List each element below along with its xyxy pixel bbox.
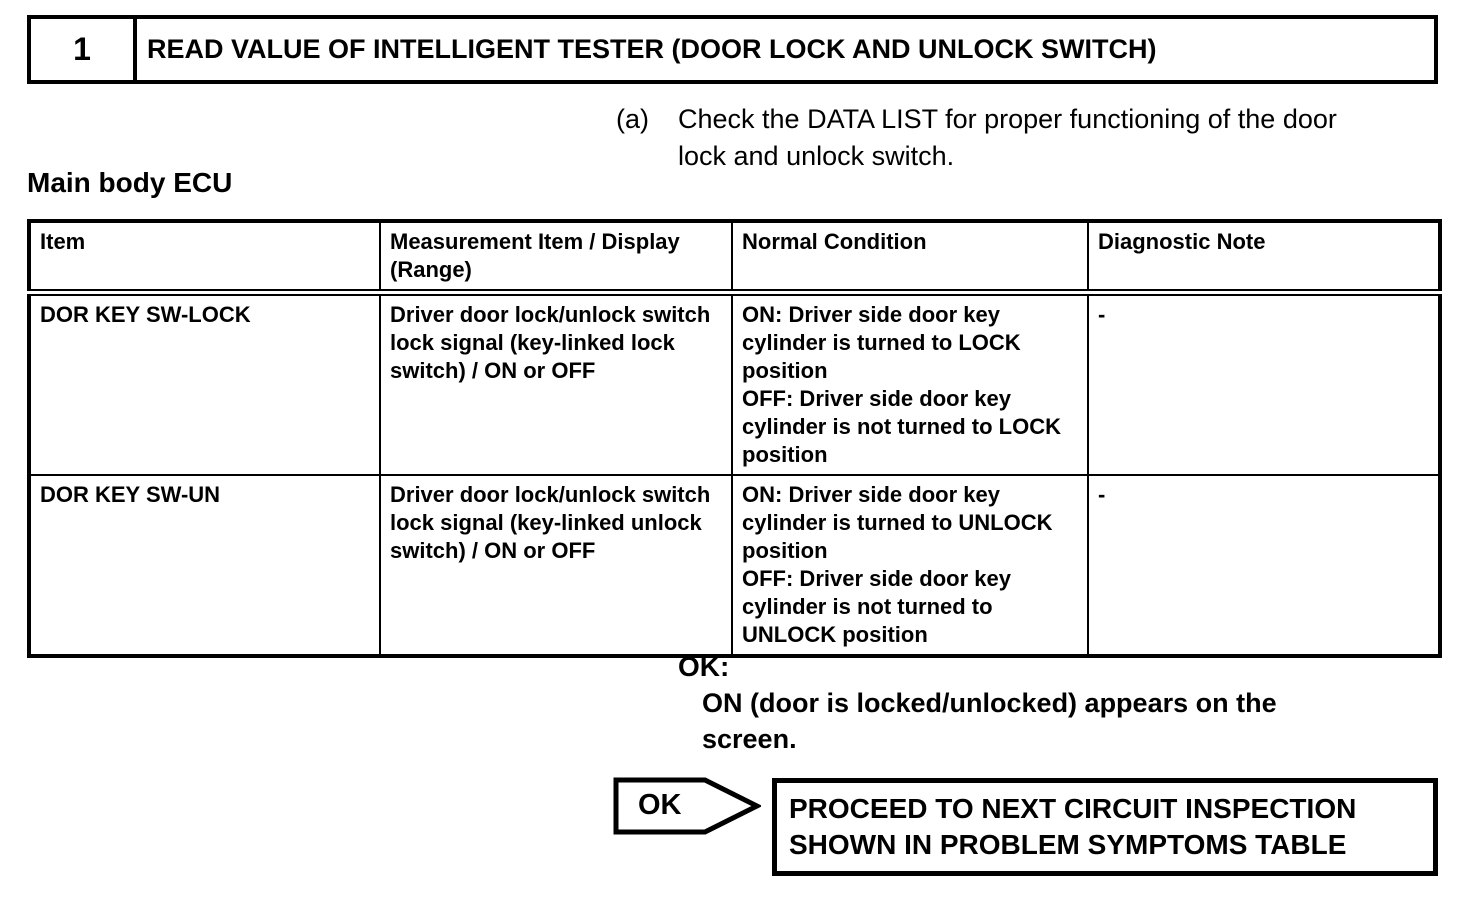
col-header-diagnostic-note: Diagnostic Note: [1087, 220, 1441, 296]
step-header: 1 READ VALUE OF INTELLIGENT TESTER (DOOR…: [27, 15, 1438, 84]
ok-result-block: OK: ON (door is locked/unlocked) appears…: [678, 649, 1332, 757]
cell-diagnostic-note: -: [1087, 474, 1441, 657]
cell-diagnostic-note: -: [1087, 291, 1441, 476]
cell-item: DOR KEY SW-LOCK: [28, 291, 381, 476]
cell-normal-condition: ON: Driver side door key cylinder is tur…: [731, 474, 1089, 657]
cell-normal-condition: ON: Driver side door key cylinder is tur…: [731, 291, 1089, 476]
next-step-action-box: PROCEED TO NEXT CIRCUIT INSPECTION SHOWN…: [772, 778, 1438, 876]
table-row-dor-key-sw-lock: DOR KEY SW-LOCK Driver door lock/unlock …: [28, 291, 1441, 476]
instruction: (a) Check the DATA LIST for proper funct…: [616, 101, 1383, 175]
cell-measurement: Driver door lock/unlock switch lock sign…: [379, 474, 733, 657]
instruction-text: Check the DATA LIST for proper functioni…: [678, 104, 1337, 171]
step-title: READ VALUE OF INTELLIGENT TESTER (DOOR L…: [147, 34, 1157, 64]
normal-condition-off: OFF: Driver side door key cylinder is no…: [742, 566, 1011, 647]
ok-arrow: OK: [613, 777, 761, 835]
ok-result-text: ON (door is locked/unlocked) appears on …: [702, 688, 1277, 754]
table-row-dor-key-sw-un: DOR KEY SW-UN Driver door lock/unlock sw…: [28, 474, 1441, 657]
ok-arrow-label: OK: [638, 788, 682, 821]
normal-condition-off: OFF: Driver side door key cylinder is no…: [742, 386, 1062, 467]
col-header-normal-condition: Normal Condition: [731, 220, 1089, 296]
section-heading: Main body ECU: [27, 167, 233, 198]
col-header-item: Item: [28, 220, 381, 296]
col-header-measurement: Measurement Item / Display (Range): [379, 220, 733, 296]
data-list-table: Item Measurement Item / Display (Range) …: [27, 219, 1442, 658]
table-header-row: Item Measurement Item / Display (Range) …: [28, 220, 1441, 296]
cell-item: DOR KEY SW-UN: [28, 474, 381, 657]
next-step-action-text: PROCEED TO NEXT CIRCUIT INSPECTION SHOWN…: [789, 793, 1357, 860]
normal-condition-on: ON: Driver side door key cylinder is tur…: [742, 302, 1021, 383]
ok-result-label: OK:: [678, 651, 730, 682]
instruction-label: (a): [616, 104, 649, 134]
step-number: 1: [31, 19, 137, 80]
normal-condition-on: ON: Driver side door key cylinder is tur…: [742, 482, 1053, 563]
cell-measurement: Driver door lock/unlock switch lock sign…: [379, 291, 733, 476]
ok-arrow-icon: [613, 777, 761, 835]
